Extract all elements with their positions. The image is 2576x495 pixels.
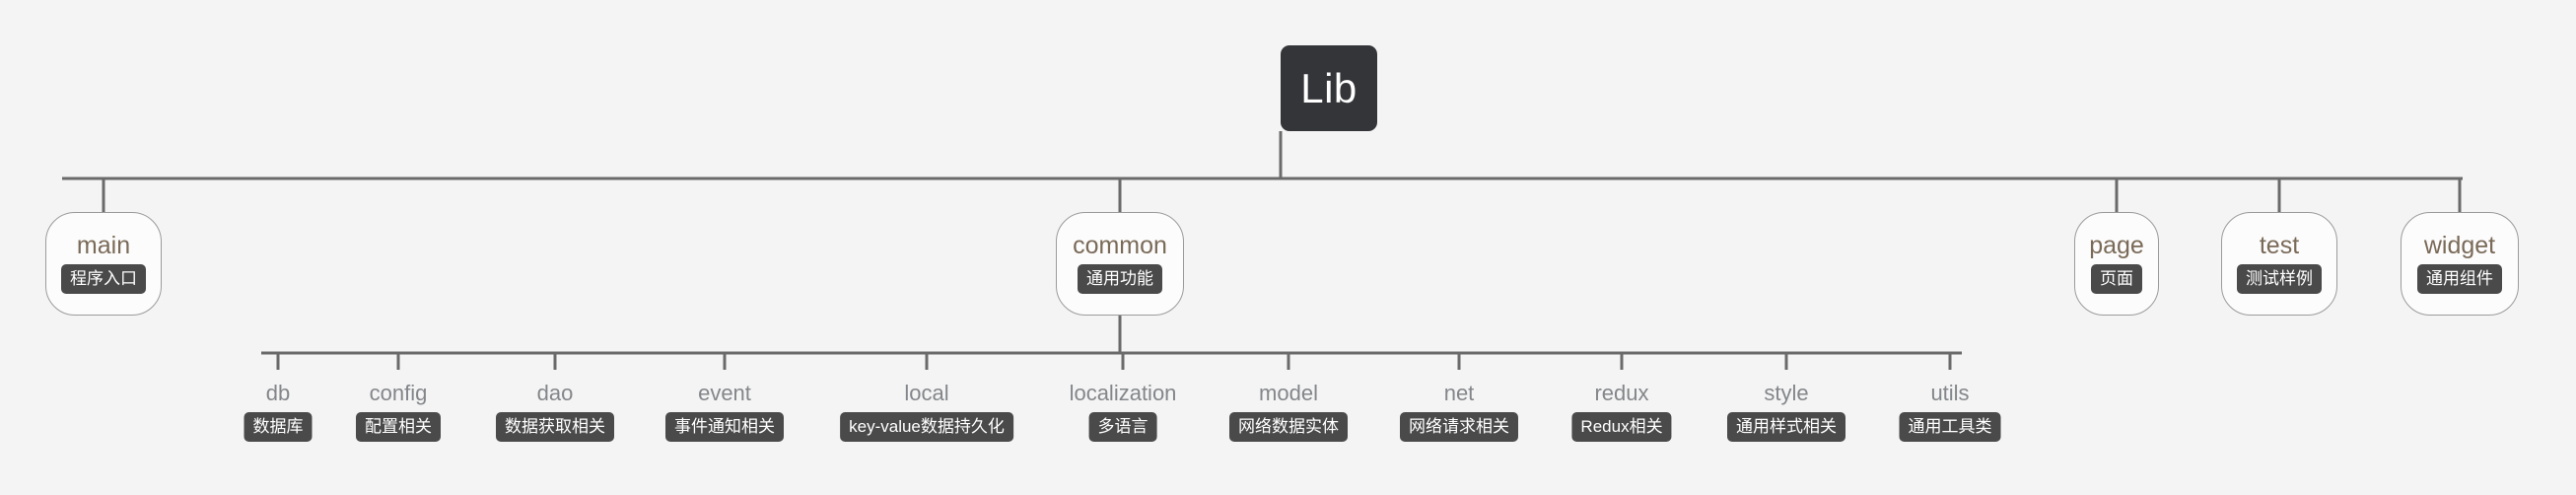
node-utils-badge: 通用工具类 [1899,412,2001,442]
node-test-badge: 测试样例 [2237,264,2322,294]
node-common[interactable]: common 通用功能 [1056,212,1184,316]
node-style-badge: 通用样式相关 [1727,412,1845,442]
node-page-badge: 页面 [2091,264,2142,294]
node-widget-badge: 通用组件 [2417,264,2502,294]
node-redux-label: redux [1594,381,1649,405]
node-db[interactable]: db 数据库 [244,383,313,442]
node-utils-label: utils [1930,381,1970,405]
node-local[interactable]: local key-value数据持久化 [840,383,1013,442]
node-main-badge: 程序入口 [61,264,146,294]
node-net-badge: 网络请求相关 [1400,412,1518,442]
node-dao-label: dao [536,381,574,405]
node-lib-label: Lib [1300,64,1358,111]
node-main-label: main [76,232,131,259]
node-localization-label: localization [1069,381,1177,405]
node-redux-badge: Redux相关 [1571,412,1672,442]
node-localization-badge: 多语言 [1088,412,1157,442]
node-event[interactable]: event 事件通知相关 [665,383,784,442]
node-local-badge: key-value数据持久化 [840,412,1013,442]
node-local-label: local [904,381,949,405]
node-page[interactable]: page 页面 [2074,212,2159,316]
node-main[interactable]: main 程序入口 [45,212,162,316]
node-dao-badge: 数据获取相关 [496,412,614,442]
node-test-label: test [2259,232,2300,259]
node-model[interactable]: model 网络数据实体 [1229,383,1348,442]
node-config[interactable]: config 配置相关 [356,383,441,442]
node-net-label: net [1443,381,1475,405]
node-db-badge: 数据库 [244,412,313,442]
node-model-badge: 网络数据实体 [1229,412,1348,442]
node-common-badge: 通用功能 [1078,264,1162,294]
node-page-label: page [2089,232,2144,259]
node-config-badge: 配置相关 [356,412,441,442]
node-model-label: model [1259,381,1318,405]
node-config-label: config [369,381,428,405]
node-widget[interactable]: widget 通用组件 [2401,212,2519,316]
node-event-badge: 事件通知相关 [665,412,784,442]
node-event-label: event [698,381,751,405]
node-localization[interactable]: localization 多语言 [1069,381,1177,442]
node-test[interactable]: test 测试样例 [2221,212,2337,316]
node-common-label: common [1073,232,1167,259]
node-db-label: db [265,381,291,405]
node-widget-label: widget [2423,232,2496,259]
node-style[interactable]: style 通用样式相关 [1727,383,1845,442]
node-net[interactable]: net 网络请求相关 [1400,383,1518,442]
node-lib[interactable]: Lib [1281,45,1377,131]
node-utils[interactable]: utils 通用工具类 [1899,381,2001,442]
node-style-label: style [1764,381,1809,405]
node-dao[interactable]: dao 数据获取相关 [496,383,614,442]
